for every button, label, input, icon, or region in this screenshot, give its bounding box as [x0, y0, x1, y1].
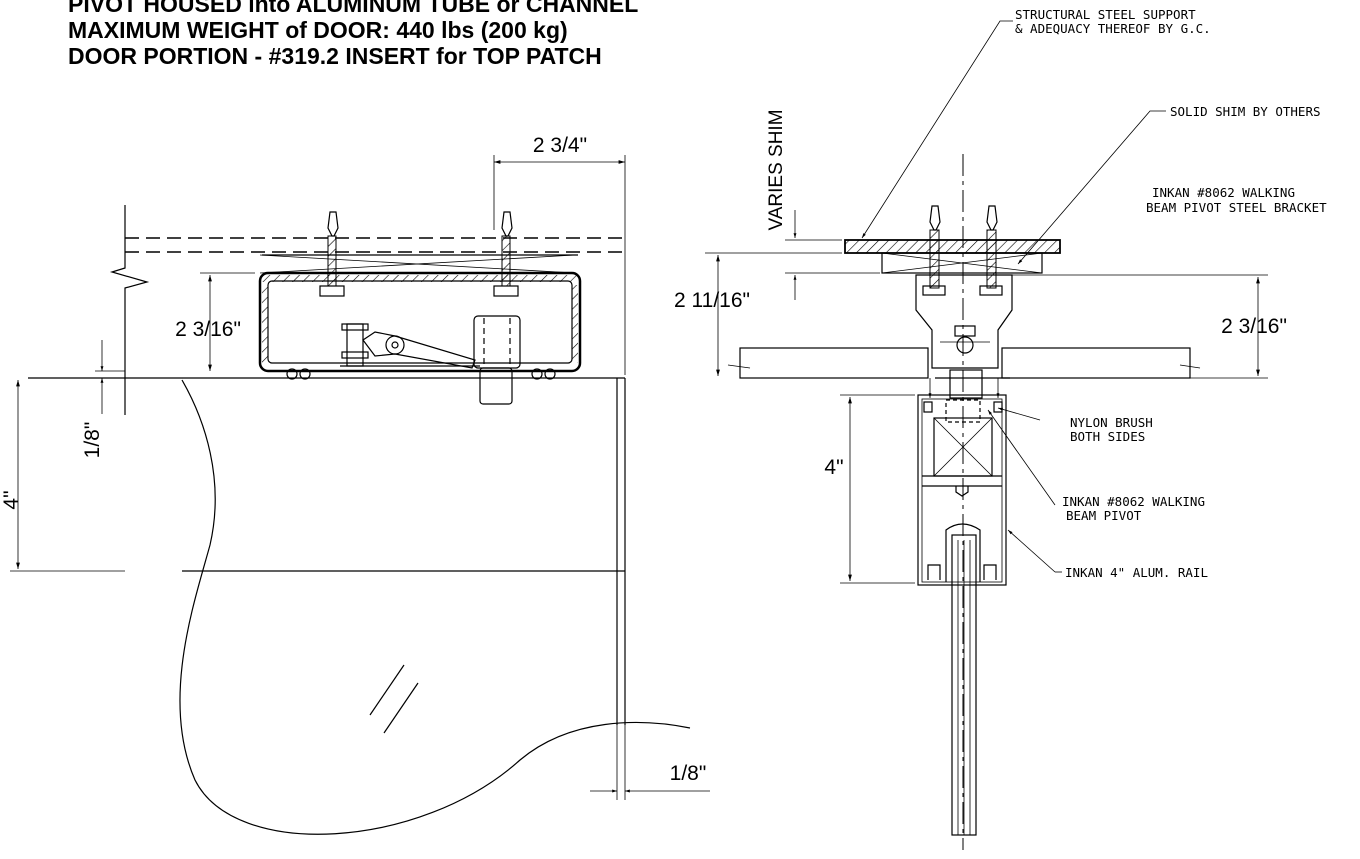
- dim-rail-label: 4": [0, 490, 23, 509]
- callout-bracket-line-2: BEAM PIVOT STEEL BRACKET: [1146, 200, 1327, 215]
- callout-structural-line-1: STRUCTURAL STEEL SUPPORT: [1015, 7, 1196, 22]
- dim-width-label: 2 3/4": [533, 134, 587, 157]
- right-section-view: VARIES SHIM 2 11/16" 2 3/16" 4" STRUCTUR…: [674, 7, 1327, 850]
- glass-panel: [951, 534, 977, 836]
- bracket-screw-left: [922, 205, 946, 296]
- title-line-1: PIVOT HOUSED into ALUMINUM TUBE or CHANN…: [68, 0, 639, 17]
- ceiling-break-line: [109, 205, 150, 415]
- title-line-2: MAXIMUM WEIGHT of DOOR: 440 lbs (200 kg): [68, 17, 568, 43]
- callout-solid-shim: SOLID SHIM BY OTHERS: [1170, 104, 1321, 119]
- leader-beam-pivot: [987, 409, 1056, 506]
- steel-support-plate: [844, 239, 1061, 254]
- dim-left-height-label: 2 11/16": [674, 289, 750, 312]
- callout-alum-rail: INKAN 4" ALUM. RAIL: [1065, 565, 1208, 580]
- door-glass-break: [179, 379, 691, 835]
- ceiling-panel-left: [739, 347, 929, 379]
- anchor-screw-right: [493, 211, 519, 297]
- anchor-screw-left: [319, 211, 345, 297]
- ceiling-panel-right: [1001, 347, 1191, 379]
- steel-bracket: [915, 274, 1013, 369]
- bracket-screw-right: [979, 205, 1003, 296]
- dim-right-height-label: 2 3/16": [1221, 315, 1287, 338]
- callout-beam-pivot-line-1: INKAN #8062 WALKING: [1062, 494, 1205, 509]
- dim-gap-label: 1/8": [81, 422, 104, 459]
- dim-bottom-gap-label: 1/8": [670, 762, 707, 785]
- callout-nylon-line-2: BOTH SIDES: [1070, 429, 1145, 444]
- pivot-spindle: [473, 315, 521, 405]
- callout-nylon-line-1: NYLON BRUSH: [1070, 415, 1153, 430]
- leader-nylon-brush: [997, 407, 1041, 421]
- leader-alum-rail: [1007, 529, 1056, 573]
- aluminum-rail: [917, 394, 1007, 586]
- leader-solid-shim: [1017, 110, 1166, 265]
- glass-mark-2: [383, 682, 419, 734]
- callout-beam-pivot-line-2: BEAM PIVOT: [1066, 508, 1142, 523]
- left-elevation-view: 2 3/4" 2 3/16" 1/8" 4" 1/8": [0, 134, 710, 835]
- varies-shim-label: VARIES SHIM: [766, 109, 787, 230]
- dim-tube-height-label: 2 3/16": [175, 318, 241, 341]
- leader-structural-support: [861, 20, 1013, 239]
- glass-mark-1: [369, 664, 405, 716]
- callout-bracket-line-1: INKAN #8062 WALKING: [1152, 185, 1295, 200]
- walking-beam-mechanism: [340, 323, 480, 369]
- dim-right-rail-label: 4": [824, 456, 843, 479]
- solid-shim: [881, 252, 1043, 274]
- title-line-3: DOOR PORTION - #319.2 INSERT for TOP PAT…: [68, 43, 602, 69]
- aluminum-tube: [258, 271, 582, 380]
- callout-structural-line-2: & ADEQUACY THEREOF BY G.C.: [1015, 21, 1211, 36]
